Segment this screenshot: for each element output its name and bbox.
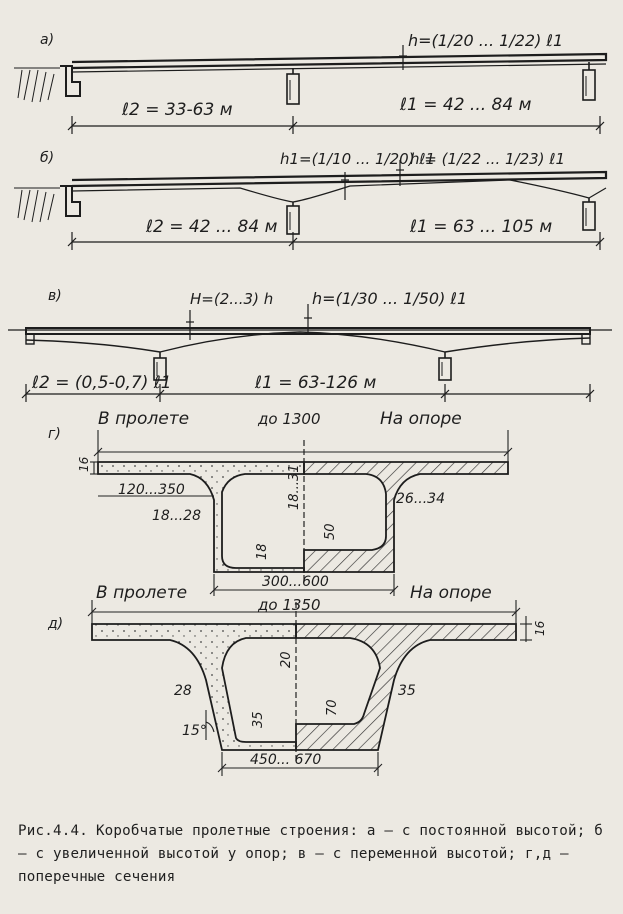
pier-v-2 — [438, 352, 452, 381]
panel-g-bottom-span-label: 18 — [255, 543, 270, 560]
panel-v-elevation — [8, 304, 612, 402]
panel-g-width-label: до 1300 — [257, 410, 321, 428]
panel-v-l2-label: ℓ2 = (0,5-0,7) ℓ1 — [31, 373, 172, 393]
panel-a-l2-label: ℓ2 = 33-63 м — [121, 100, 233, 120]
panel-a-elevation — [14, 45, 608, 134]
section-g-span-half — [97, 461, 305, 573]
panel-d-slab-label: 16 — [533, 620, 547, 636]
panel-g-cantilever-label: 120...350 — [118, 482, 185, 498]
pier-a-1 — [286, 68, 300, 105]
pier-v-1 — [153, 352, 167, 381]
panel-g-bottom-support-label: 50 — [323, 523, 338, 540]
panel-g-bottom-width-label: 300...600 — [262, 574, 329, 590]
panel-v-h-label: h=(1/30 ... 1/50) ℓ1 — [312, 289, 467, 308]
panel-d-on-support-label: На опоре — [410, 583, 492, 603]
deck-a — [71, 52, 608, 70]
panel-b-letter: б) — [40, 150, 54, 166]
section-g-dimensions — [90, 430, 513, 596]
panel-a-l1-label: ℓ1 = 42 ... 84 м — [399, 95, 532, 115]
panel-g-letter: г) — [48, 426, 61, 442]
panel-v-letter: в) — [48, 288, 62, 304]
figure-caption: Рис.4.4.Коробчатые пролетные строения: а… — [18, 820, 608, 889]
panel-b-elevation — [14, 160, 608, 250]
panel-g-wall-support-label: 26...34 — [396, 491, 445, 507]
abutment-b — [14, 185, 81, 223]
panel-d-bottom-span-label: 35 — [251, 711, 266, 728]
pier-b-1 — [286, 202, 300, 235]
deck-v-soffit — [25, 331, 591, 353]
section-d-span-half — [91, 623, 297, 751]
section-d-support-half — [295, 623, 517, 751]
panel-d-top-label: 20 — [279, 651, 294, 668]
figure-number: Рис.4.4. — [18, 823, 88, 839]
panel-d-bottom-support-label: 70 — [325, 699, 340, 716]
panel-b-h-label: h = (1/22 ... 1/23) ℓ1 — [410, 150, 565, 168]
height-markers-v — [186, 304, 312, 340]
panel-g-slab-label: 16 — [77, 456, 91, 472]
pier-b-2 — [582, 198, 596, 231]
dimension-line-v — [21, 384, 595, 402]
caption-text: Коробчатые пролетные строения: а – с пос… — [18, 823, 603, 885]
abutment-a — [14, 65, 81, 103]
panel-v-l1-label: ℓ1 = 63-126 м — [254, 373, 377, 393]
panel-a-letter: а) — [40, 32, 54, 48]
panel-d-in-span-label: В пролете — [96, 583, 187, 603]
panel-d-wall-support-label: 35 — [398, 683, 416, 699]
panel-g-top-haunch-label: 18...31 — [287, 465, 302, 510]
panel-g-wall-label: 18...28 — [152, 508, 201, 524]
height-markers-b — [341, 160, 404, 200]
dimension-line-b — [67, 232, 605, 250]
panel-d-section — [87, 600, 532, 776]
panel-b-l2-label: ℓ2 = 42 ... 84 м — [145, 217, 278, 237]
panel-d-bottom-width-label: 450... 670 — [250, 752, 321, 768]
panel-d-letter: д) — [47, 616, 63, 632]
panel-g-in-span-label: В пролете — [98, 409, 189, 429]
panel-b-h1-label: h1=(1/10 ... 1/20) ℓ1 — [280, 150, 435, 168]
panel-d-angle-label: 15° — [182, 723, 207, 739]
panel-v-H-label: H=(2...3) h — [190, 290, 273, 308]
panel-d-width-label: до 1350 — [257, 596, 321, 614]
deck-b — [71, 170, 608, 188]
deck-b-soffit — [71, 179, 607, 203]
section-g-support-half — [303, 461, 509, 573]
panel-d-wall-label: 28 — [174, 683, 192, 699]
panel-a-height-label: h=(1/20 ... 1/22) ℓ1 — [408, 31, 563, 50]
dimension-line-a — [67, 116, 605, 134]
section-d-dimensions — [87, 600, 532, 776]
panel-g-on-support-label: На опоре — [380, 409, 462, 429]
height-marker-a — [399, 45, 407, 70]
pier-a-2 — [582, 62, 596, 101]
panel-b-l1-label: ℓ1 = 63 ... 105 м — [409, 217, 552, 237]
panel-g-section — [90, 430, 513, 596]
